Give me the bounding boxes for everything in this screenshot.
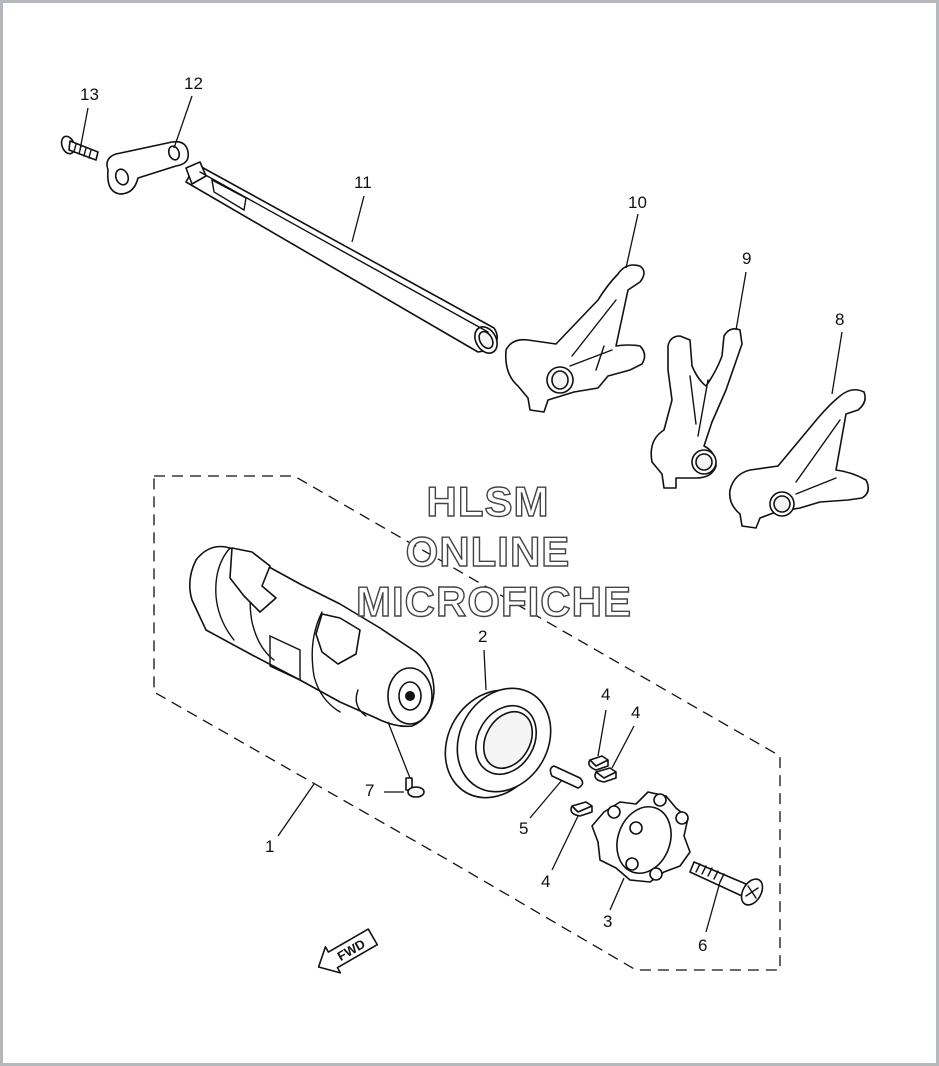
watermark-line-3: MICROFICHE <box>356 578 632 625</box>
part-9-shift-fork <box>650 328 743 489</box>
part-12-plate <box>106 140 190 195</box>
part-5-pin <box>549 765 584 789</box>
callout-7: 7 <box>365 781 374 800</box>
callout-labels: 13 12 11 10 9 8 2 4 4 5 4 3 6 7 1 <box>80 74 844 955</box>
part-6-screw <box>689 861 764 906</box>
callout-3: 3 <box>603 912 612 931</box>
callout-2: 2 <box>478 627 487 646</box>
callout-4-right: 4 <box>631 703 640 722</box>
callout-6: 6 <box>698 936 707 955</box>
part-13-screw <box>60 135 99 161</box>
watermark-line-1: HLSM <box>427 478 550 525</box>
part-3-segment <box>591 791 691 883</box>
part-4-pins <box>570 755 617 817</box>
watermark: HLSM ONLINE MICROFICHE <box>355 477 632 625</box>
part-2-bearing <box>444 687 552 799</box>
part-1-shift-drum <box>188 545 435 728</box>
callout-10: 10 <box>628 193 647 212</box>
fwd-arrow: FWD <box>317 928 379 974</box>
leader-lines <box>79 95 843 933</box>
callout-8: 8 <box>835 310 844 329</box>
callout-12: 12 <box>184 74 203 93</box>
part-8-shift-fork <box>728 388 870 529</box>
part-7-pin <box>405 777 425 798</box>
callout-11: 11 <box>354 173 372 192</box>
callout-13: 13 <box>80 85 99 104</box>
callout-1: 1 <box>265 837 274 856</box>
part-11-shaft <box>185 161 498 354</box>
part-10-shift-fork <box>504 264 646 413</box>
assembly-outline <box>153 475 781 971</box>
callout-4-bottom: 4 <box>541 872 550 891</box>
callout-5: 5 <box>519 819 528 838</box>
watermark-line-2: ONLINE <box>406 528 571 575</box>
callout-4-top: 4 <box>601 685 610 704</box>
callout-9: 9 <box>742 249 751 268</box>
